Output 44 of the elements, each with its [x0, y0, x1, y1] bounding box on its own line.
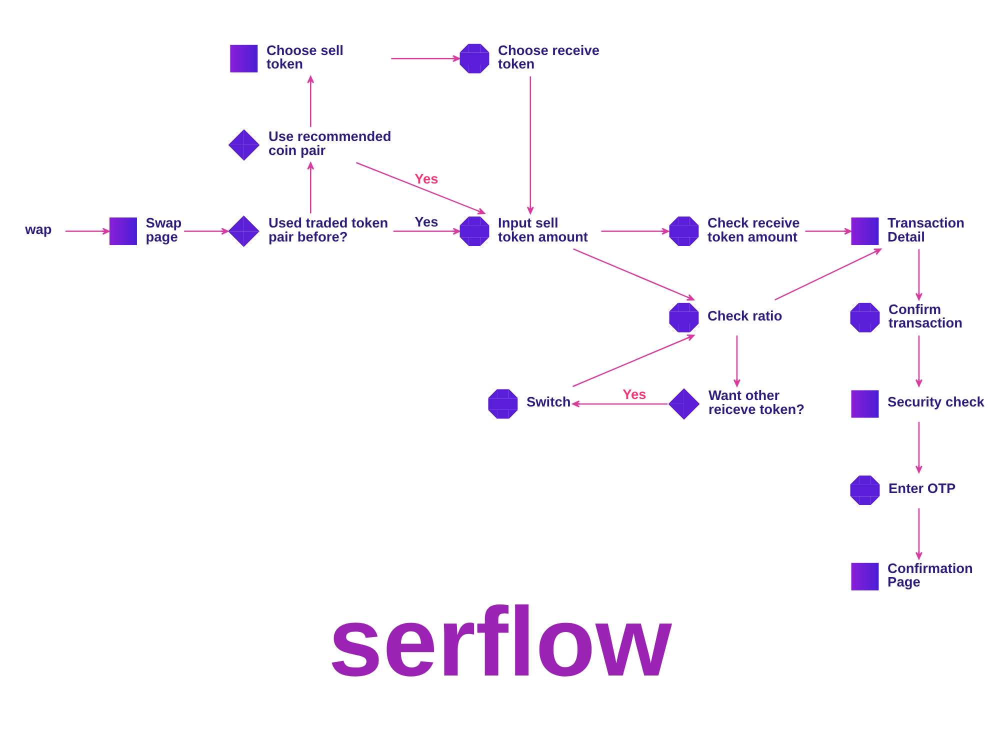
node-label: Used traded token pair before?	[268, 215, 388, 244]
node-box	[851, 390, 879, 418]
arrow	[572, 334, 695, 387]
arrow	[915, 248, 922, 300]
arrow	[391, 54, 460, 62]
node-label: Security check	[888, 394, 984, 410]
arrow	[733, 335, 740, 386]
node-label: Check receive token amount	[708, 215, 800, 244]
node-label: Switch	[526, 394, 571, 410]
arrow	[915, 335, 922, 386]
arrow	[526, 76, 534, 214]
node-label: Want other reiceve token?	[708, 388, 805, 416]
node-label: Choose receive token	[498, 42, 600, 72]
arrow	[601, 227, 670, 234]
arrow	[774, 248, 882, 300]
node-label: Use recommended coin pair	[268, 128, 392, 158]
node-label: Confirmation Page	[888, 560, 973, 590]
edge-label: Yes	[622, 386, 646, 402]
arrow	[393, 227, 460, 234]
arrow	[805, 227, 852, 234]
node-box	[110, 217, 137, 244]
edge-label: Yes	[414, 214, 438, 230]
arrow	[573, 248, 694, 300]
arrow	[307, 162, 314, 213]
arrow	[572, 400, 668, 407]
node-box	[851, 217, 879, 244]
node-label: Swap page	[146, 215, 182, 244]
diagram-title: serflow	[328, 586, 672, 696]
node-label: Transaction Detail	[888, 215, 965, 244]
arrow	[356, 162, 486, 214]
arrow	[65, 227, 110, 234]
arrow	[307, 75, 314, 127]
node-label: Confirm transaction	[888, 301, 962, 330]
node-label: Choose sell token	[266, 42, 344, 72]
node-box	[230, 44, 258, 72]
node-label: Check ratio	[708, 308, 782, 323]
node-text: wap	[25, 221, 52, 236]
node-box	[851, 562, 879, 590]
arrow	[184, 227, 229, 234]
edge-label: Yes	[414, 170, 438, 186]
arrow	[915, 508, 922, 559]
node-label: Enter OTP	[888, 480, 956, 496]
arrow	[915, 421, 922, 473]
node-label: Input sell token amount	[498, 215, 588, 244]
